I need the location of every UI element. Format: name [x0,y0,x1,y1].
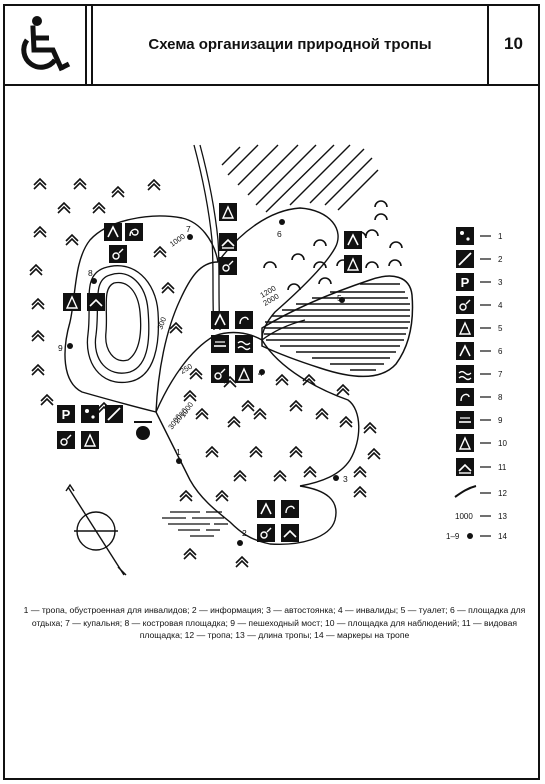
legend-item-5 [456,319,474,337]
legend-num-12: 12 [498,489,507,498]
legend-num-5: 5 [498,324,503,333]
page-number: 10 [504,34,523,53]
marker-3: 3 [343,474,348,484]
compass-rose-icon [65,483,127,576]
marker-numbers: 1 2 3 4 5 6 7 8 9 [58,224,348,538]
trail-map: P 1 2 3 4 5 6 7 8 9 1000 1200 2000 [29,144,507,576]
legend-num-13: 13 [498,512,507,521]
legend-item-4 [456,296,474,314]
page-title: Схема организации природной тропы [148,35,432,53]
marker-5: 5 [337,293,342,303]
legend-item-11 [456,458,474,476]
legend-num-14: 14 [498,532,507,541]
legend-item-9 [456,411,474,429]
trail-length-300: 300 [155,316,168,331]
legend-num-7: 7 [498,370,503,379]
legend-item-7 [456,365,474,383]
trail-markers [67,219,345,546]
svg-text:P: P [461,275,470,290]
trail-length-1000-top: 1000 [168,232,187,249]
road [193,144,215,331]
legend-item-10 [456,434,474,452]
marker-6: 6 [277,229,282,239]
marker-8: 8 [88,268,93,278]
legend-num-11: 11 [498,463,507,472]
legend-sample-13: 1000 [455,512,473,521]
map-facilities: P [57,203,362,542]
header: Схема организации природной тропы 10 [3,4,540,86]
marker-2: 2 [242,528,247,538]
legend-num-10: 10 [498,439,507,448]
legend-num-4: 4 [498,301,503,310]
legend-item-3: P [456,273,474,291]
svg-text:P: P [62,407,71,422]
trail [64,207,360,545]
legend-num-3: 3 [498,278,503,287]
marsh [162,511,228,537]
legend: P 1000 1–9 1 2 3 4 5 6 7 8 [446,227,507,541]
page-frame [3,4,540,780]
legend-item-8 [456,388,474,406]
legend-sample-14: 1–9 [446,532,460,541]
marker-4: 4 [258,368,263,378]
caption-text: 1 — тропа, обустроенная для инвалидов; 2… [23,605,526,640]
header-icon-cell [3,4,87,84]
marker-7: 7 [186,224,191,234]
legend-num-2: 2 [498,255,503,264]
marker-9: 9 [58,343,63,353]
legend-num-9: 9 [498,416,503,425]
legend-item-12 [454,485,477,498]
title-cell: Схема организации природной тропы [91,4,489,84]
legend-num-6: 6 [498,347,503,356]
legend-num-8: 8 [498,393,503,402]
pond [261,275,414,378]
wheelchair-icon [21,16,71,72]
legend-item-2 [456,250,474,268]
legend-item-1 [456,227,474,245]
page-number-cell: 10 [489,4,538,84]
caption: 1 — тропа, обустроенная для инвалидов; 2… [22,604,527,642]
forest-hatch [221,144,379,213]
marker-1: 1 [176,447,181,457]
lake [86,265,160,384]
legend-num-1: 1 [498,232,503,241]
legend-item-6 [456,342,474,360]
